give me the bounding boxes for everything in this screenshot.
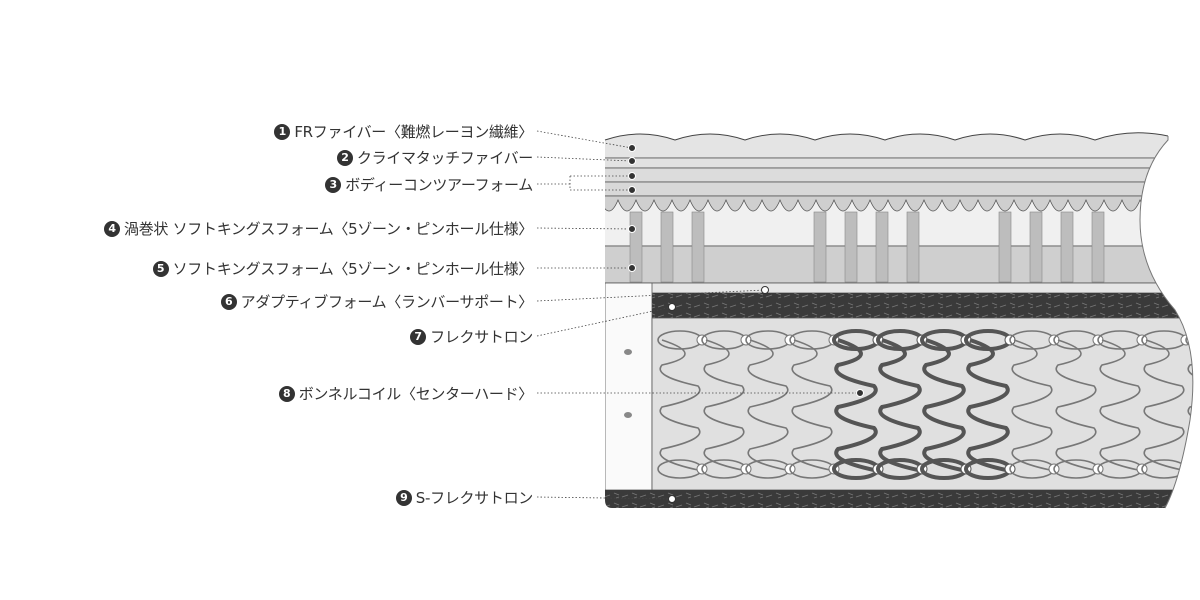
pinhole <box>1029 211 1043 283</box>
layer-s-flextron <box>605 490 1193 509</box>
leader-dot <box>668 495 676 503</box>
leader-line <box>536 496 673 500</box>
number-badge: 8 <box>278 385 295 402</box>
leader-dot <box>628 225 636 233</box>
pinhole <box>691 211 705 283</box>
number-badge: 1 <box>274 123 291 140</box>
layer-fr-fiber <box>605 132 1193 159</box>
leader-dot <box>761 286 769 294</box>
bonnell-coil <box>1055 339 1097 471</box>
bonnell-coil <box>1143 339 1185 471</box>
layer-label-text: 渦巻状 ソフトキングスフォーム〈5ゾーン・ピンホール仕様〉 <box>124 220 533 238</box>
layer-label-text: アダプティブフォーム〈ランバーサポート〉 <box>240 293 534 311</box>
coil-bottom-loop <box>1185 459 1193 479</box>
pinhole <box>844 211 858 283</box>
bonnell-coil <box>1099 339 1141 471</box>
layer-label-text: S-フレクサトロン <box>415 489 534 507</box>
leader-dot <box>668 303 676 311</box>
bonnell-coil <box>703 339 745 471</box>
layer-label-text: ソフトキングスフォーム〈5ゾーン・ピンホール仕様〉 <box>172 260 534 278</box>
leader-dot <box>628 172 636 180</box>
bonnell-coil <box>659 339 701 471</box>
number-badge: 3 <box>325 176 342 193</box>
center-hard-coil <box>878 338 922 472</box>
pinhole <box>998 211 1012 283</box>
leader-dot <box>628 157 636 165</box>
border-panel <box>605 282 653 491</box>
number-badge: 4 <box>104 220 121 237</box>
center-hard-coil <box>922 338 966 472</box>
center-hard-coil <box>834 338 878 472</box>
layer-body-contour-foam <box>605 167 1193 183</box>
leader-dot <box>628 144 636 152</box>
convoluted-wave <box>605 195 1193 212</box>
number-badge: 9 <box>395 489 412 506</box>
number-badge: 2 <box>336 149 353 166</box>
layer-flextron <box>652 293 1193 318</box>
layer-adaptive-foam <box>605 282 1193 294</box>
layer-soft-kings-foam <box>605 245 1193 284</box>
number-badge: 7 <box>410 328 427 345</box>
leader-lines <box>536 130 864 503</box>
bonnell-coil <box>747 339 789 471</box>
number-badge: 6 <box>220 293 237 310</box>
leader-dot <box>856 389 864 397</box>
coil-clip <box>1180 463 1192 475</box>
pinhole <box>1060 211 1074 283</box>
pinhole <box>813 211 827 283</box>
layer-label-text: クライマタッチファイバー <box>356 149 533 167</box>
layer-label-text: フレクサトロン <box>430 328 533 346</box>
bonnell-coil <box>791 339 833 471</box>
pinhole <box>906 211 920 283</box>
leader-dot <box>628 264 636 272</box>
pinhole <box>875 211 889 283</box>
pinhole <box>660 211 674 283</box>
layer-label-text: ボンネルコイル〈センターハード〉 <box>298 385 534 403</box>
number-badge: 5 <box>152 260 169 277</box>
pinhole <box>1091 211 1105 283</box>
leader-line <box>537 175 632 191</box>
bonnell-coil <box>1011 339 1053 471</box>
coil-zone <box>651 317 1193 491</box>
leader-dot <box>628 186 636 194</box>
leader-line <box>536 289 766 302</box>
coil-top-loop <box>1185 330 1193 350</box>
mattress-body <box>605 132 1193 509</box>
layer-label-text: FRファイバー〈難燃レーヨン繊維〉 <box>294 123 533 141</box>
layer-climatouch-fiber <box>605 157 1193 169</box>
layer-label-text: ボディーコンツアーフォーム <box>345 176 533 194</box>
center-hard-coil <box>966 338 1010 472</box>
